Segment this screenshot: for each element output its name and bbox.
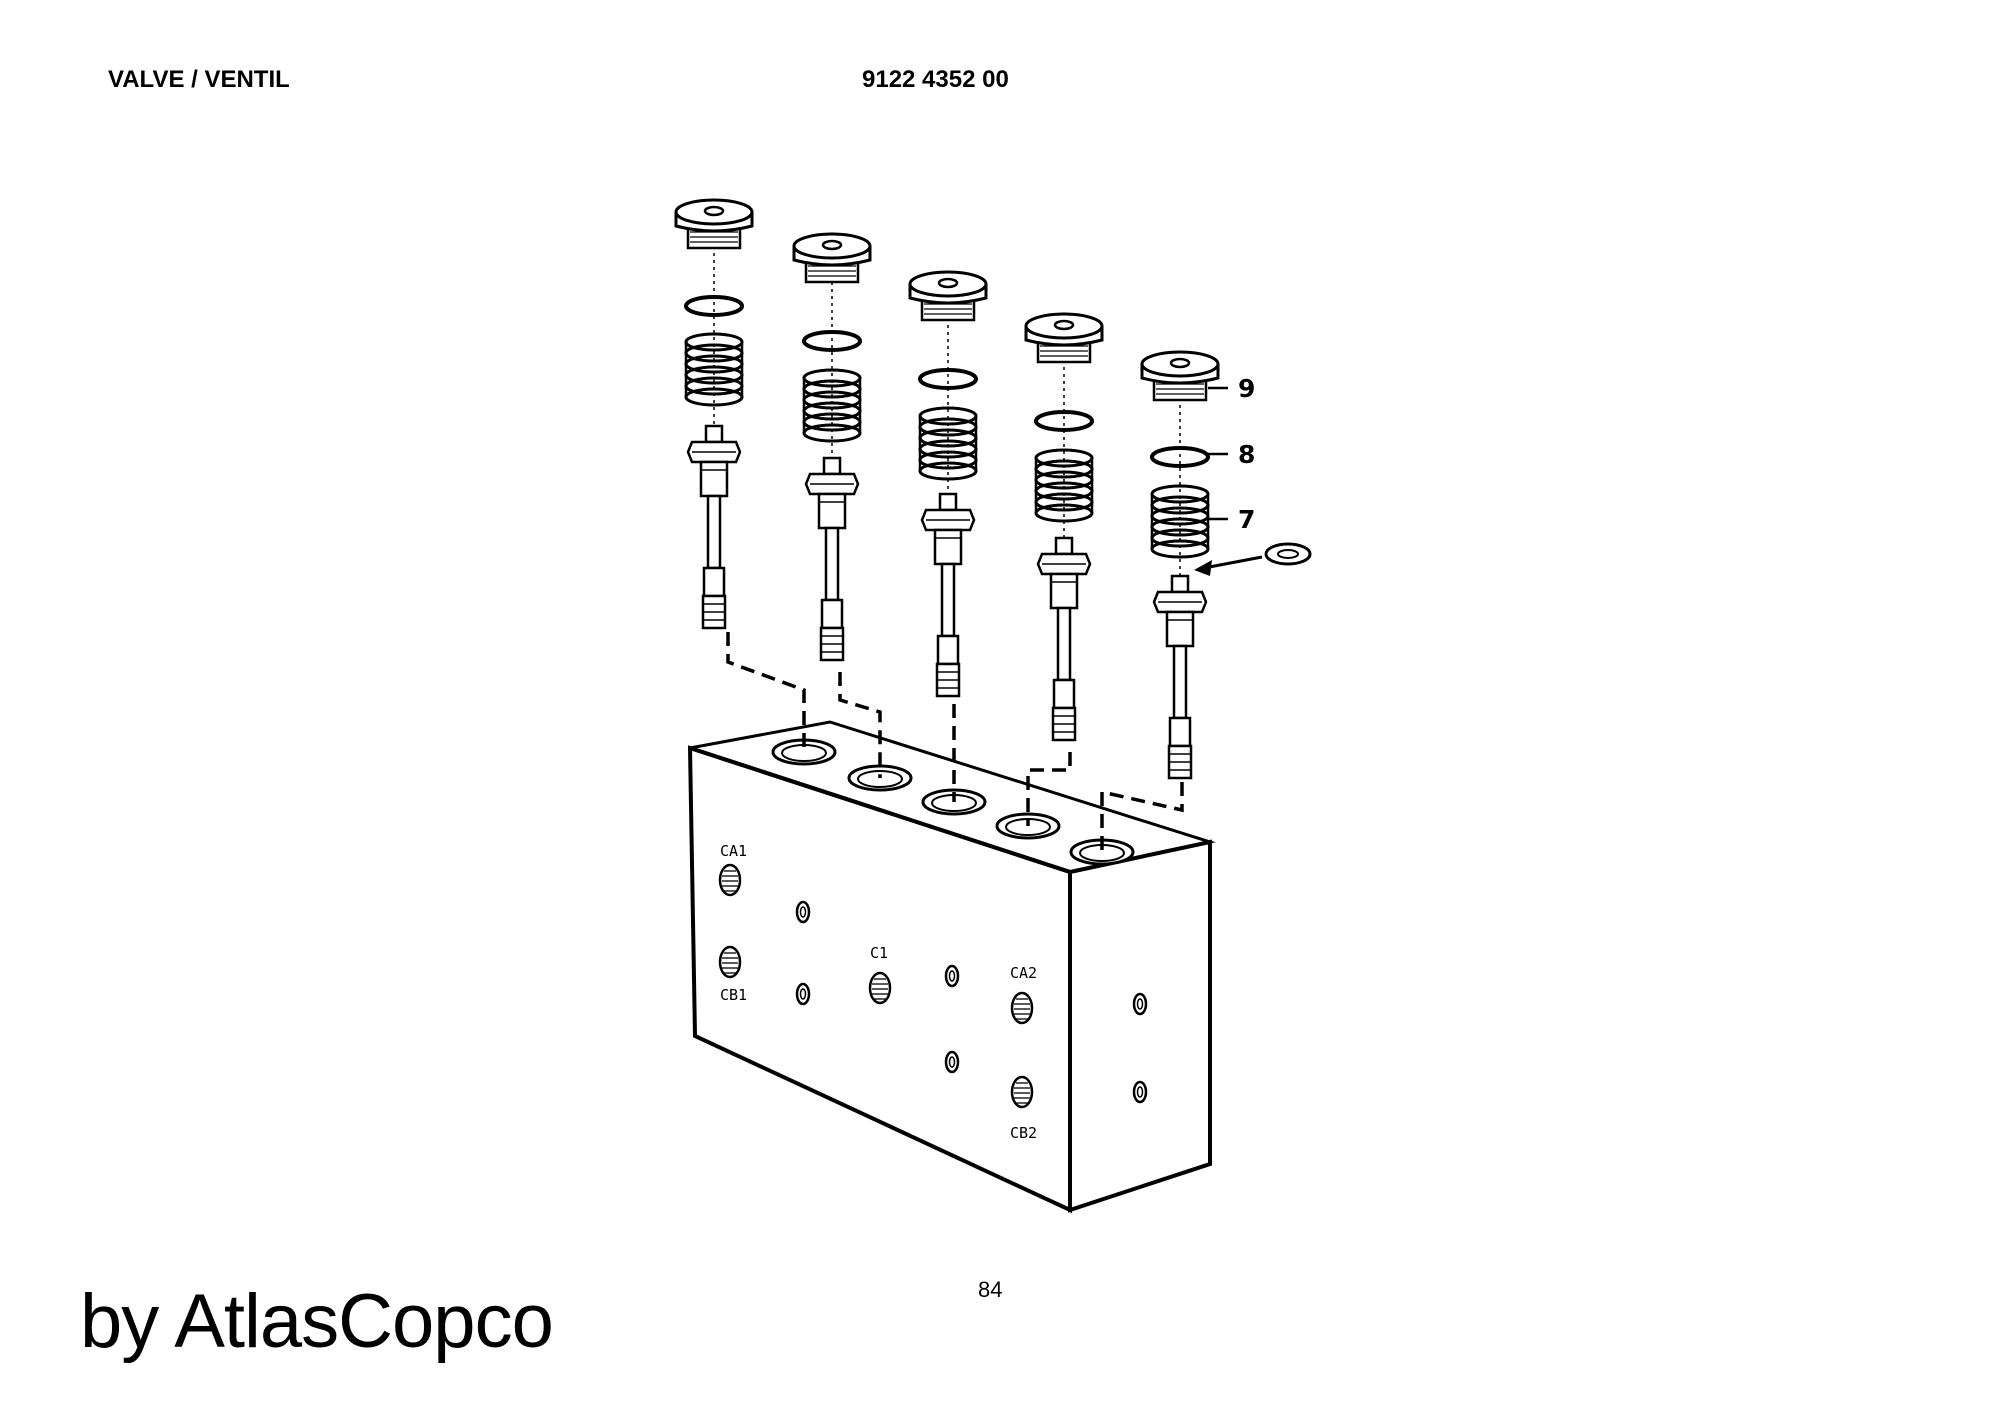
port-label-ca1: CA1 (720, 842, 747, 860)
port-label-cb2: CB2 (1010, 1124, 1037, 1142)
valve-assembly-4 (1024, 312, 1104, 742)
callout-8: 8 (1238, 440, 1255, 469)
callout-7: 7 (1238, 505, 1255, 534)
port-labels: CA1 CB1 C1 CA2 CB2 (720, 842, 1037, 1142)
port-label-ca2: CA2 (1010, 964, 1037, 982)
valve-assembly-2 (792, 232, 872, 662)
valve-assembly-3 (908, 270, 988, 698)
callout-leaders (1208, 386, 1228, 521)
brand-text: by AtlasCopco (80, 1279, 554, 1364)
assembly-lines (726, 632, 1184, 852)
valve-assembly-5 (1140, 350, 1220, 780)
port-label-c1: C1 (870, 944, 888, 962)
washer-arrow (1194, 542, 1312, 576)
page-title: VALVE / VENTIL (108, 66, 290, 93)
valve-assembly-1 (674, 198, 754, 630)
callout-9: 9 (1238, 374, 1255, 403)
part-number: 9122 4352 00 (862, 66, 1009, 93)
port-label-cb1: CB1 (720, 986, 747, 1004)
page-number: 84 (978, 1277, 1003, 1302)
